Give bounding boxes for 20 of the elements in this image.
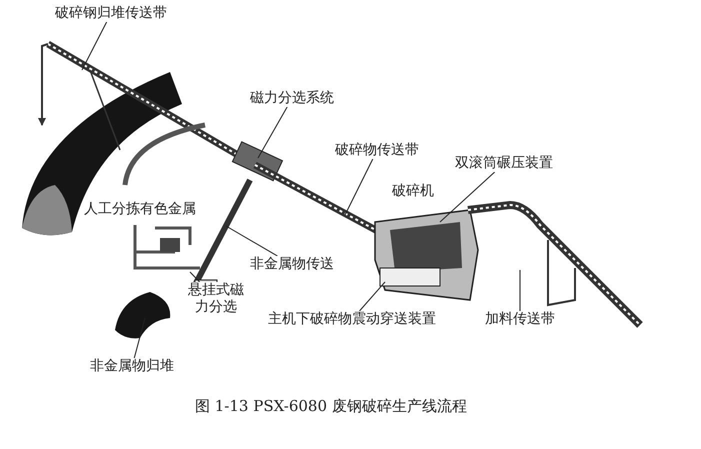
leader-line (82, 22, 108, 70)
part-label: 人工分拣有色金属 (84, 201, 196, 218)
leader-line (190, 272, 200, 282)
leader-line (226, 226, 278, 256)
callout-label: 悬挂式磁力分选 (185, 282, 247, 316)
callout-label: 主机下破碎物震动穿送装置 (268, 311, 436, 328)
callout-label: 双滚筒碾压装置 (455, 155, 553, 172)
callout-label: 磁力分选系统 (250, 90, 334, 107)
callout-label: 非金属物归堆 (90, 358, 174, 375)
callout-label: 非金属物传送 (250, 256, 334, 273)
leader-line (134, 318, 146, 358)
part-label: 破碎机 (392, 183, 434, 200)
figure-caption: 图 1-13 PSX-6080 废钢破碎生产线流程 (195, 398, 467, 415)
callout-label: 破碎钢归堆传送带 (55, 5, 167, 22)
leader-line (344, 158, 374, 216)
callout-label: 加料传送带 (485, 311, 555, 328)
leader-line (440, 172, 496, 222)
leader-line (358, 282, 386, 312)
leader-line (258, 106, 288, 158)
callout-label: 破碎物传送带 (335, 142, 419, 159)
